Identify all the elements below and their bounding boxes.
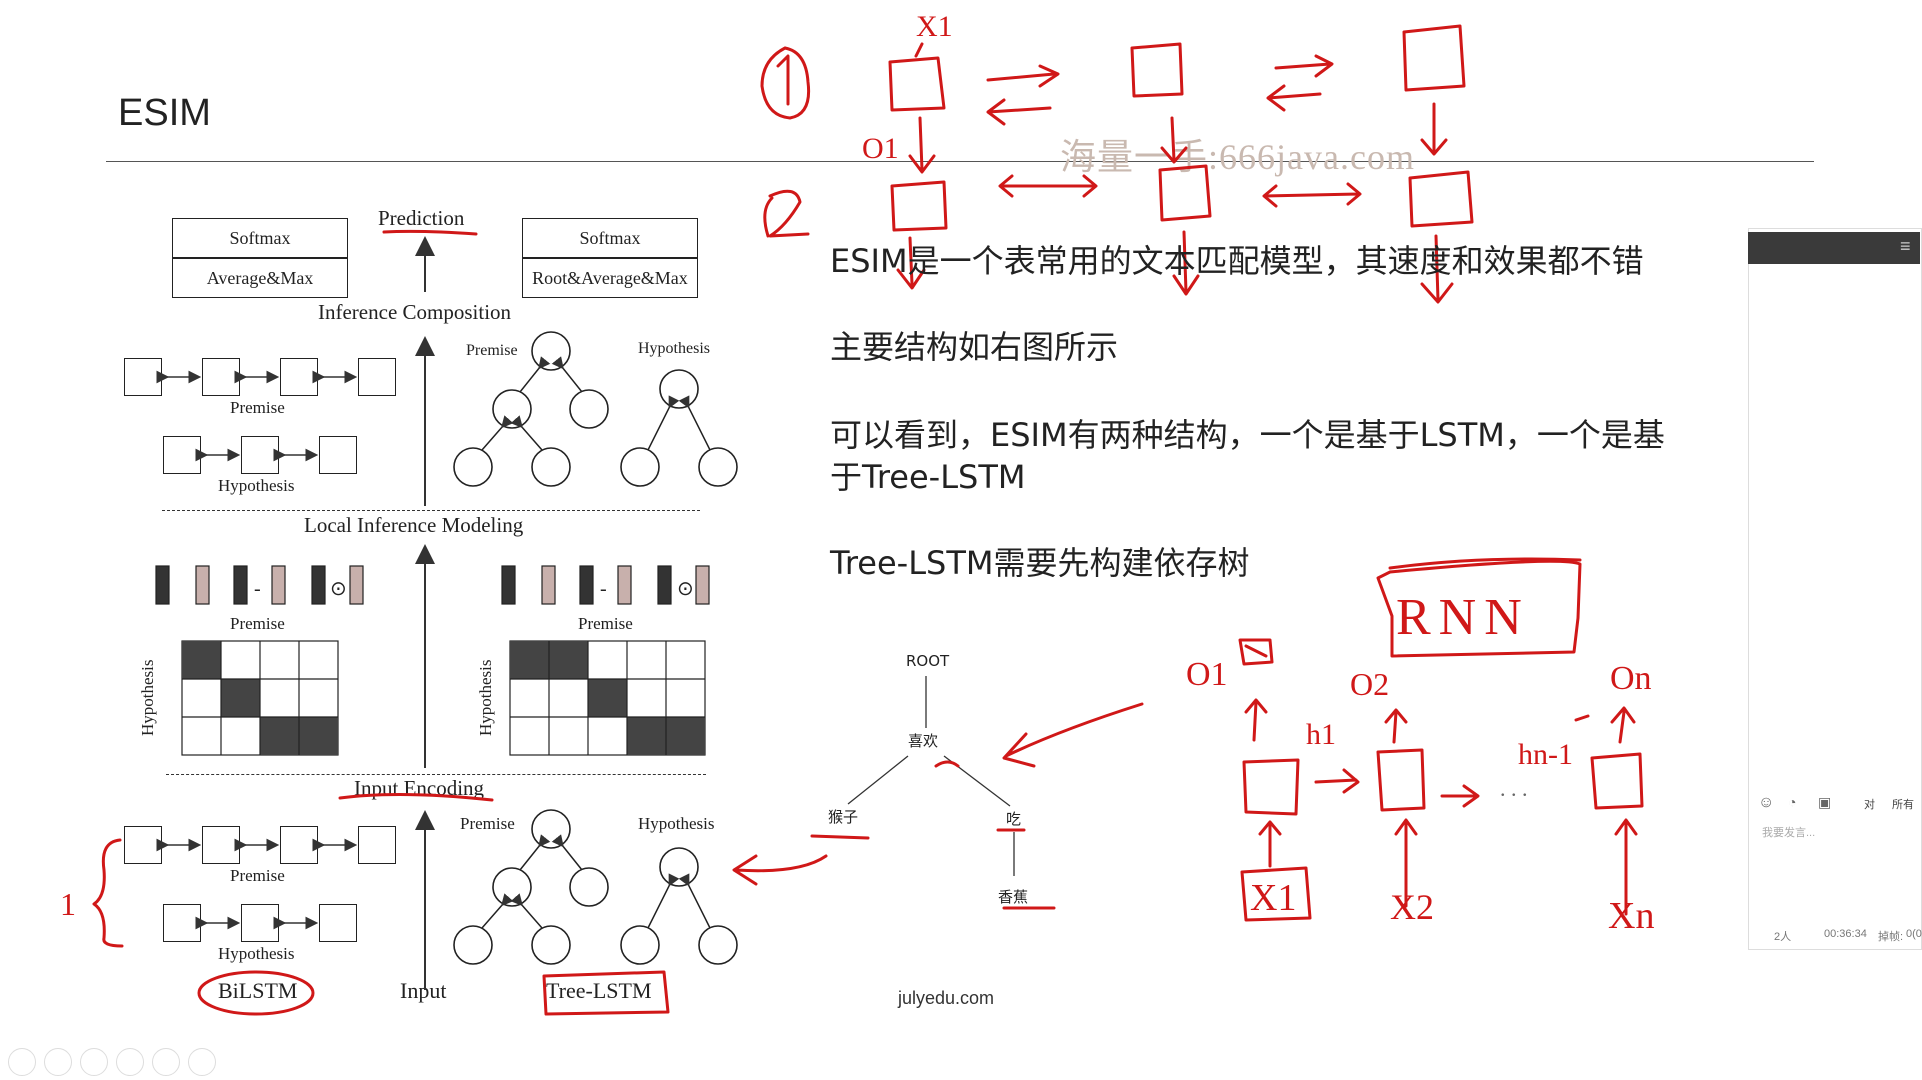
annot-rnn: RNN <box>1396 589 1530 646</box>
annot-x1-top: X1 <box>916 10 953 43</box>
annot-x1: X1 <box>1250 877 1297 919</box>
matrix-premise-label-right: Premise <box>578 614 633 633</box>
pen-icon[interactable] <box>80 1048 108 1076</box>
annot-xn: Xn <box>1608 895 1655 937</box>
chain-node <box>319 436 357 474</box>
dep-root: ROOT <box>906 652 950 670</box>
chat-panel <box>1748 228 1922 950</box>
annot-o1: O1 <box>1186 656 1228 693</box>
text-line-3a: 可以看到，ESIM有两种结构，一个是基于LSTM，一个是基 <box>830 416 1665 454</box>
root-avgmax-box: Root&Average&Max <box>522 258 698 298</box>
bilstm-label: BiLSTM <box>218 978 298 1003</box>
odot-symbol: ⊙ <box>330 578 347 600</box>
chain-node <box>358 826 396 864</box>
next-slide-icon[interactable] <box>44 1048 72 1076</box>
text-line-1: ESIM是一个表常用的文本匹配模型，其速度和效果都不错 <box>830 242 1644 280</box>
text-line-3b: 于Tree-LSTM <box>830 458 1026 496</box>
section-divider <box>166 774 706 775</box>
softmax-right-box: Softmax <box>522 218 698 258</box>
dep-node-chi: 吃 <box>1006 810 1022 828</box>
watermark: 海量一手:666java.com <box>1060 137 1415 177</box>
chain-node <box>241 436 279 474</box>
local-inference-label: Local Inference Modeling <box>304 513 524 537</box>
minus-symbol-right: - <box>600 578 607 600</box>
chat-toolbar: ☺ ◔ ▣ 对 所有 <box>1758 794 1918 818</box>
section-divider <box>162 510 700 511</box>
softmax-left-box: Softmax <box>172 218 348 258</box>
annot-x2: X2 <box>1390 887 1434 927</box>
input-premise-label: Premise <box>230 866 285 885</box>
frame-drop-label: 掉帧: <box>1878 931 1904 943</box>
more-icon[interactable] <box>188 1048 216 1076</box>
odot-symbol-right: ⊙ <box>677 578 694 600</box>
annot-o2: O2 <box>1350 666 1390 702</box>
chain-node <box>319 904 357 942</box>
chat-placeholder: 我要发言... <box>1762 827 1816 839</box>
chat-status-bar: 2人 00:36:34 掉帧: 0(0 <box>1762 924 1922 944</box>
chat-input[interactable]: 我要发言... <box>1762 822 1912 842</box>
inference-composition-label: Inference Composition <box>318 300 512 324</box>
speech-bubble-icon[interactable]: ◔ <box>1788 794 1797 810</box>
input-tree-hypothesis-label: Hypothesis <box>638 814 715 833</box>
annot-h1: h1 <box>1306 718 1336 751</box>
premise-label: Premise <box>230 398 285 417</box>
annot-o1-top: O1 <box>862 132 899 165</box>
prev-slide-icon[interactable] <box>8 1048 36 1076</box>
annot-brace-mark: 1 <box>60 886 76 922</box>
all-users-select[interactable]: 所有 <box>1892 799 1914 811</box>
grid-icon[interactable] <box>116 1048 144 1076</box>
input-tree-premise-label: Premise <box>460 814 515 833</box>
tree-premise-label: Premise <box>466 342 518 359</box>
to-label[interactable]: 对 <box>1864 799 1875 811</box>
red-annotations <box>92 24 1644 1016</box>
people-count: 2人 <box>1774 931 1792 943</box>
tree-lstm-label: Tree-LSTM <box>546 978 652 1003</box>
dep-node-houzi: 猴子 <box>828 808 859 826</box>
input-hypothesis-label: Hypothesis <box>218 944 295 963</box>
text-line-4: Tree-LSTM需要先构建依存树 <box>830 544 1250 582</box>
image-icon[interactable]: ▣ <box>1818 794 1832 810</box>
avgmax-box: Average&Max <box>172 258 348 298</box>
chain-node <box>124 358 162 396</box>
title-divider <box>106 161 1814 162</box>
chain-node <box>124 826 162 864</box>
dep-node-xiangjiao: 香蕉 <box>998 888 1029 906</box>
menu-icon[interactable]: ≡ <box>1900 236 1911 256</box>
session-time: 00:36:34 <box>1824 928 1867 940</box>
footer-url: julyedu.com <box>898 988 995 1008</box>
dep-node-xihuan: 喜欢 <box>908 732 939 750</box>
chain-node <box>202 358 240 396</box>
zoom-icon[interactable] <box>152 1048 180 1076</box>
hypothesis-label: Hypothesis <box>218 476 295 495</box>
annot-on: On <box>1610 660 1652 697</box>
prediction-label: Prediction <box>378 206 465 230</box>
matrix-premise-label: Premise <box>230 614 285 633</box>
frame-drop-value: 0(0 <box>1906 928 1922 940</box>
tree-hypothesis-label: Hypothesis <box>638 340 710 357</box>
chain-node <box>358 358 396 396</box>
annot-dots: . . . <box>1500 776 1528 801</box>
chain-node <box>202 826 240 864</box>
text-line-2: 主要结构如右图所示 <box>830 328 1119 366</box>
minus-symbol: - <box>254 578 261 600</box>
input-label: Input <box>400 978 447 1003</box>
chain-node <box>163 904 201 942</box>
emoji-icon[interactable]: ☺ <box>1758 794 1775 811</box>
chat-header-bar <box>1748 232 1920 264</box>
slide-title: ESIM <box>118 92 211 134</box>
annot-hn1: hn-1 <box>1518 738 1573 771</box>
